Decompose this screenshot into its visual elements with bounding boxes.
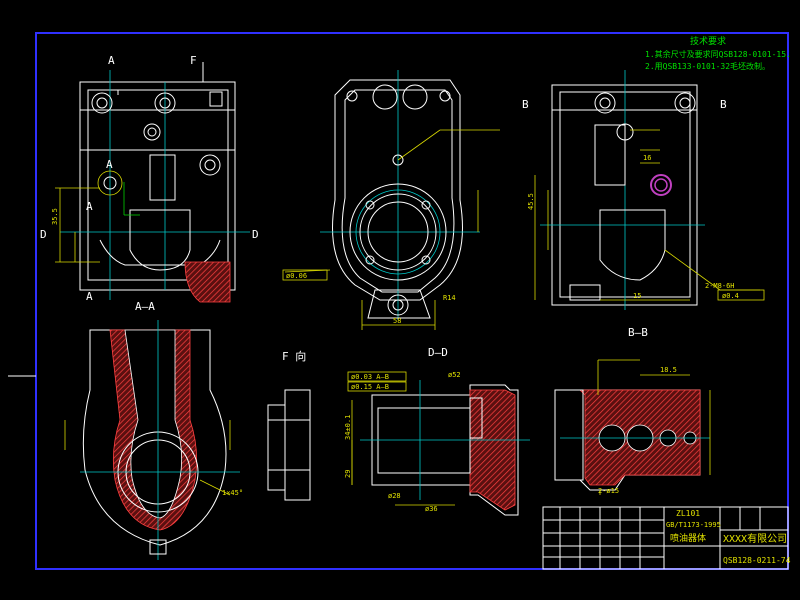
label-view-b-left: B	[522, 98, 529, 111]
label-section-a-a: A—A	[135, 300, 155, 313]
dim-15: 15	[633, 292, 641, 300]
section-a-a	[64, 320, 240, 560]
view-center-top	[284, 70, 500, 330]
dim-16: 16	[643, 154, 651, 162]
gdt-dd-2-text: ø0.15 A—B	[351, 383, 389, 391]
label-section-b-b: B—B	[628, 326, 648, 339]
tech-req-line2: 2.用QSB133-0101-32毛坯改制。	[645, 61, 770, 71]
title-part-name: 喷油器体	[670, 532, 706, 544]
label-view-f-top: F	[190, 54, 197, 67]
dim-ø36: ø36	[425, 505, 438, 513]
label-view-a-mid: A	[106, 158, 113, 171]
dim-58: 58	[393, 317, 401, 325]
gdt-dd-1-text: ø0.03 A—B	[351, 373, 389, 381]
label-view-d-left: D	[40, 228, 47, 241]
dim-29: 29	[344, 470, 352, 478]
gdt-right-text: ø0.4	[722, 292, 739, 300]
dim-35-5: 35.5	[51, 208, 59, 225]
tech-req-line1: 1.其余尺寸及要求同QSB128-0101-15.	[645, 49, 791, 59]
dim-34: 34±0.1	[344, 415, 352, 440]
dim-1x45: 1×45°	[222, 489, 243, 497]
title-block	[542, 506, 789, 570]
dim-r14: R14	[443, 294, 456, 302]
title-material: ZL101	[676, 509, 700, 518]
view-side-top-right	[534, 70, 760, 310]
label-view-a-top: A	[108, 54, 115, 67]
dim-ø28: ø28	[388, 492, 401, 500]
dim-18-5: 18.5	[660, 366, 677, 374]
label-view-b-right: B	[720, 98, 727, 111]
section-d-d	[351, 380, 530, 516]
title-company: XXXX有限公司	[723, 532, 787, 545]
gdt-frame-right	[717, 289, 765, 301]
gdt-frame-center	[282, 269, 328, 281]
label-section-d-d: D—D	[428, 346, 448, 359]
label-view-f-dir: F 向	[282, 349, 306, 363]
label-view-a-small: A	[86, 200, 93, 213]
gdt-frame-dd-1	[347, 371, 407, 382]
dim-2-m8: 2-M8-6H	[705, 282, 735, 290]
drawing-frame	[35, 32, 789, 570]
dim-ø52: ø52	[448, 371, 461, 379]
view-f	[267, 389, 311, 501]
label-view-a-bottom: A	[86, 290, 93, 303]
label-view-d-right: D	[252, 228, 259, 241]
dim-2-ø15: 2-ø15	[598, 487, 619, 495]
title-standard: GB/T1173-1995	[666, 521, 721, 529]
gdt-frame-dd-2	[347, 381, 407, 392]
gdt-center-text: ø0.06	[286, 272, 307, 280]
title-drawing-no: QSB128-0211-74	[723, 556, 791, 565]
view-front-top-left	[55, 62, 250, 303]
dim-45-5: 45.5	[527, 193, 535, 210]
section-b-b	[554, 359, 711, 495]
tech-req-title: 技术要求	[690, 35, 726, 47]
